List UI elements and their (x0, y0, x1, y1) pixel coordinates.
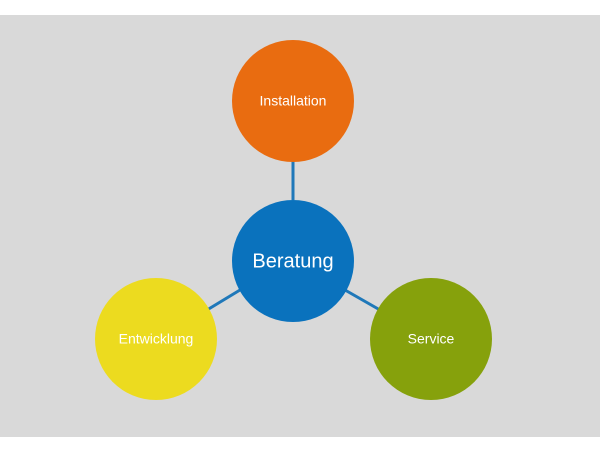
node-service (370, 278, 492, 400)
connector-service (344, 288, 381, 312)
node-installation-label: Installation (260, 93, 327, 109)
node-entwicklung-label: Entwicklung (119, 331, 194, 347)
node-installation (232, 40, 354, 162)
node-entwicklung (95, 278, 217, 400)
node-center-beratung (232, 200, 354, 322)
node-service-label: Service (408, 331, 455, 347)
node-center-label: Beratung (252, 250, 333, 272)
connector-entwicklung (206, 288, 241, 312)
